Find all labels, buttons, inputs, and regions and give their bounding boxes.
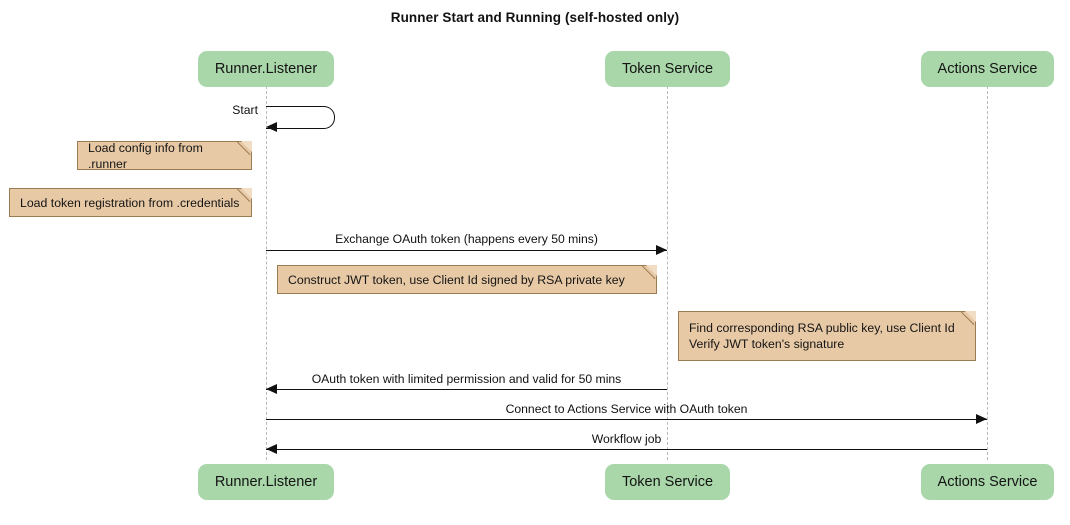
- message-start-selfloop[interactable]: [266, 106, 335, 129]
- message-start-label: Start: [232, 103, 258, 117]
- message-exchange-oauth-arrowhead: [656, 245, 667, 255]
- lifeline-token: [667, 86, 668, 460]
- participant-label: Runner.Listener: [214, 61, 318, 77]
- note-text: Load config info from .runner: [88, 140, 203, 171]
- participant-runner-bottom[interactable]: Runner.Listener: [198, 464, 334, 500]
- message-workflow-job-arrowhead: [266, 444, 277, 454]
- message-workflow-job-label: Workflow job: [591, 432, 662, 446]
- note-fold-edge: [642, 265, 657, 280]
- note-verify-jwt: Find corresponding RSA public key, use C…: [678, 311, 976, 361]
- message-exchange-oauth-line[interactable]: [266, 250, 667, 251]
- participant-label: Actions Service: [937, 474, 1038, 490]
- note-text-line2: Verify JWT token's signature: [689, 337, 845, 351]
- message-connect-actions-label: Connect to Actions Service with OAuth to…: [505, 402, 748, 416]
- message-start-arrowhead: [266, 122, 277, 132]
- participant-actions-bottom[interactable]: Actions Service: [921, 464, 1054, 500]
- note-text: Construct JWT token, use Client Id signe…: [288, 272, 625, 287]
- message-exchange-oauth-label: Exchange OAuth token (happens every 50 m…: [335, 232, 598, 246]
- page-title: Runner Start and Running (self-hosted on…: [390, 10, 680, 25]
- lifeline-runner: [266, 86, 267, 460]
- note-load-token-registration: Load token registration from .credential…: [9, 188, 252, 217]
- message-oauth-return-arrowhead: [266, 384, 277, 394]
- note-text: Load token registration from .credential…: [20, 195, 240, 210]
- message-connect-actions-arrowhead: [976, 414, 987, 424]
- message-workflow-job-line[interactable]: [266, 449, 987, 450]
- message-oauth-return-label: OAuth token with limited permission and …: [311, 372, 622, 386]
- note-load-config: Load config info from .runner: [77, 140, 252, 171]
- participant-label: Runner.Listener: [214, 474, 318, 490]
- note-construct-jwt: Construct JWT token, use Client Id signe…: [277, 265, 657, 294]
- participant-token-top[interactable]: Token Service: [605, 51, 730, 87]
- lifeline-actions: [987, 86, 988, 460]
- message-oauth-return-line[interactable]: [266, 389, 667, 390]
- participant-runner-top[interactable]: Runner.Listener: [198, 51, 334, 87]
- note-text: Find corresponding RSA public key, use C…: [689, 320, 955, 352]
- participant-label: Actions Service: [937, 61, 1038, 77]
- participant-actions-top[interactable]: Actions Service: [921, 51, 1054, 87]
- participant-label: Token Service: [621, 61, 714, 77]
- message-connect-actions-line[interactable]: [266, 419, 987, 420]
- note-text-line1: Find corresponding RSA public key, use C…: [689, 321, 955, 335]
- participant-label: Token Service: [621, 474, 714, 490]
- note-fold-edge: [961, 311, 976, 326]
- participant-token-bottom[interactable]: Token Service: [605, 464, 730, 500]
